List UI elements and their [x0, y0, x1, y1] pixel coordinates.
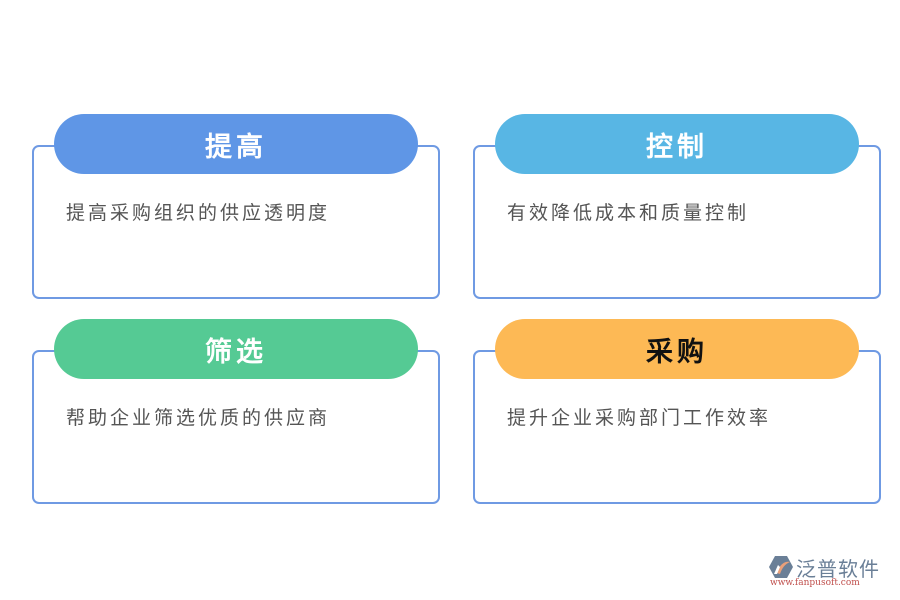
card-shaixuan-header: 筛选	[54, 319, 418, 379]
card-tigao-title: 提高	[205, 131, 267, 163]
card-shaixuan-description: 帮助企业筛选优质的供应商	[66, 407, 331, 429]
fanpu-logo-name: 泛普软件	[796, 557, 880, 581]
card-caigou-title: 采购	[646, 336, 708, 368]
card-caigou-header: 采购	[495, 319, 859, 379]
card-caigou-description: 提升企业采购部门工作效率	[507, 407, 772, 429]
fanpu-logo-icon	[769, 556, 793, 578]
fanpu-logo-url: www.fanpusoft.com	[770, 578, 860, 588]
card-tigao-description: 提高采购组织的供应透明度	[66, 202, 331, 224]
card-kongzhi-header: 控制	[495, 114, 859, 174]
fanpu-logo: 泛普软件 www.fanpusoft.com	[768, 553, 893, 593]
card-tigao-header: 提高	[54, 114, 418, 174]
card-kongzhi-title: 控制	[646, 131, 708, 163]
card-shaixuan-title: 筛选	[205, 336, 267, 368]
card-kongzhi-description: 有效降低成本和质量控制	[507, 202, 750, 224]
